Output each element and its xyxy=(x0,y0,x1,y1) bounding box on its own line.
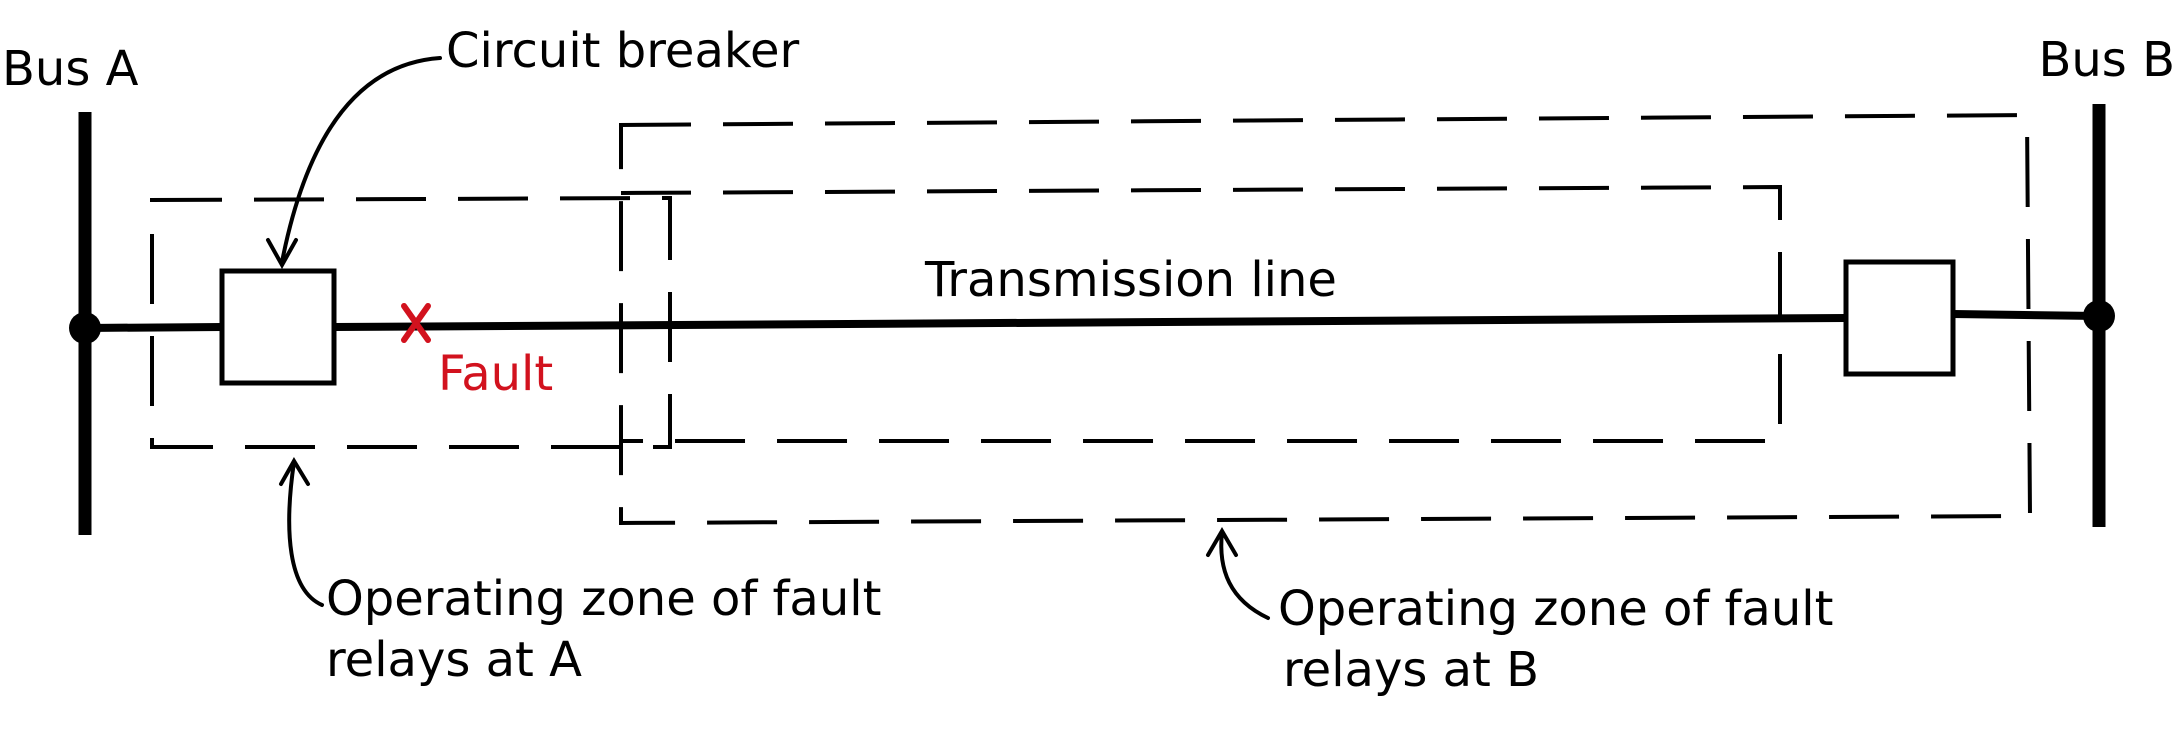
zone-a-pointer-arrow xyxy=(287,460,324,607)
fault-x-icon xyxy=(401,303,431,343)
circuit-breaker-label: Circuit breaker xyxy=(446,23,799,79)
circuit-breaker-b xyxy=(1843,259,1956,377)
transmission-line-label: Transmission line xyxy=(924,252,1337,308)
line-segment-bus-a-to-breaker xyxy=(84,323,223,332)
zone-b-pointer-arrow xyxy=(1219,530,1270,620)
transmission-line-wire xyxy=(333,314,1847,331)
zone-a-arrowhead-icon xyxy=(279,457,310,486)
fault-label: Fault xyxy=(438,346,553,402)
circuit-breaker-pointer-arrow xyxy=(280,56,442,264)
zone-b-arrowhead-icon xyxy=(1206,527,1238,557)
zone-b-label-line-2: relays at B xyxy=(1283,642,1539,698)
zone-b-label-line-1: Operating zone of fault xyxy=(1278,581,1833,637)
operating-zone-a-boundary xyxy=(150,195,672,449)
circuit-breaker-a xyxy=(219,268,337,386)
operating-zone-b-boundary xyxy=(619,112,2033,526)
circuit-breaker-arrowhead-icon xyxy=(266,238,298,270)
bus-a-label: Bus A xyxy=(2,41,139,97)
zone-a-label-line-2: relays at A xyxy=(326,632,582,688)
bus-b-label: Bus B xyxy=(2038,32,2175,88)
zone-a-label-line-1: Operating zone of fault xyxy=(326,571,881,627)
line-segment-breaker-to-bus-b xyxy=(1952,310,2100,320)
inner-dashed-zone xyxy=(620,184,1782,443)
